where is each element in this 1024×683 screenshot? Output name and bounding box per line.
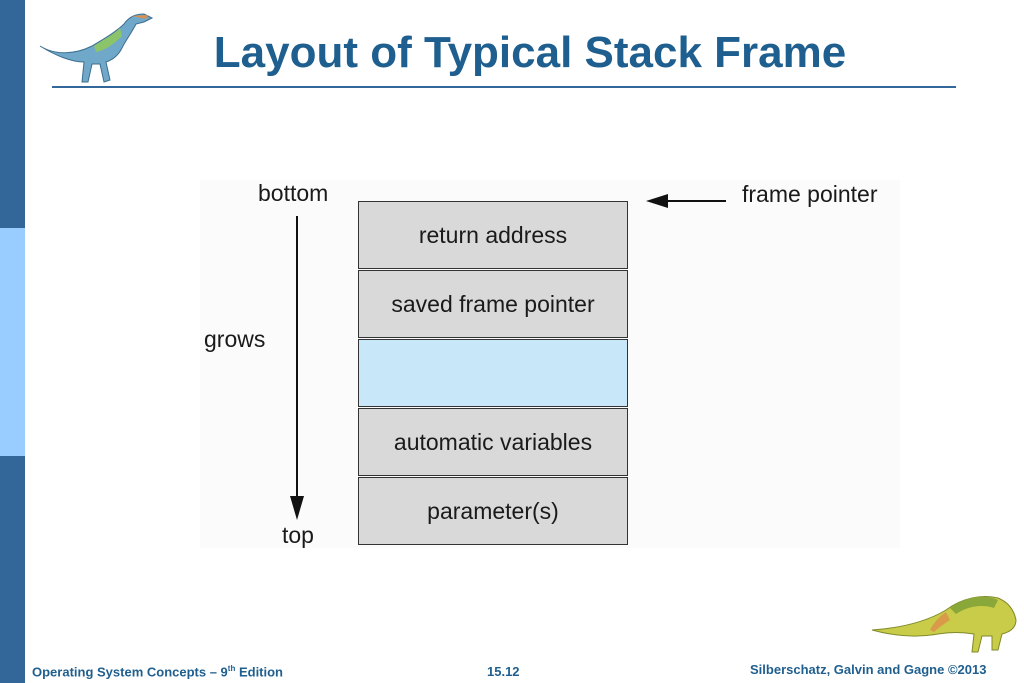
dinosaur-icon	[871, 596, 1017, 653]
footer-book-title: Operating System Concepts – 9th Edition	[32, 664, 284, 680]
label-bottom: bottom	[258, 180, 329, 206]
page-title: Layout of Typical Stack Frame	[213, 28, 847, 77]
stack-cell-saved-frame-pointer: saved frame pointer	[358, 270, 628, 338]
sidebar-highlight	[0, 228, 25, 456]
frame-pointer-arrow	[646, 194, 726, 208]
stack-cell-automatic-variables: automatic variables	[358, 408, 628, 476]
stack-cell-parameters: parameter(s)	[358, 477, 628, 545]
grows-arrow	[290, 216, 304, 520]
stack-cell-return-address: return address	[358, 201, 628, 269]
label-top: top	[282, 522, 314, 548]
label-frame-pointer: frame pointer	[742, 181, 878, 207]
dinosaur-icon	[39, 13, 154, 83]
footer-page-number: 15.12	[487, 664, 520, 679]
stack-cell-highlighted	[358, 339, 628, 407]
label-grows: grows	[204, 326, 266, 352]
title-underline	[52, 86, 956, 88]
footer-authors: Silberschatz, Galvin and Gagne ©2013	[750, 662, 987, 677]
